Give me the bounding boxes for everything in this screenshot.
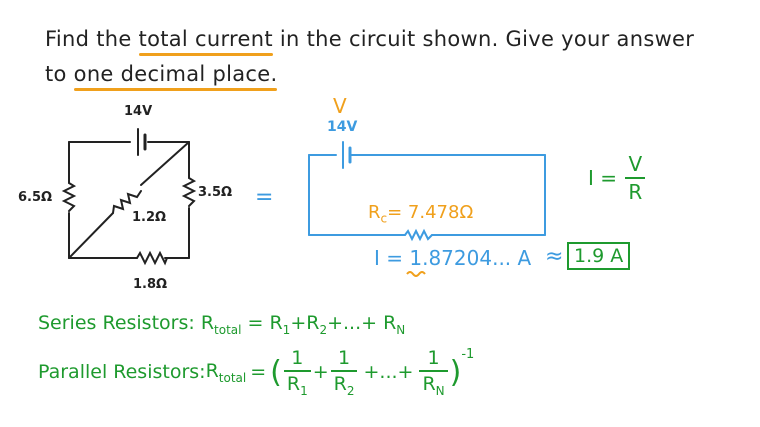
wire-diagonal xyxy=(68,141,190,259)
fraction-numerator: 1 xyxy=(338,347,351,369)
den-sub: 2 xyxy=(346,383,355,398)
ohms-law-numerator: V xyxy=(628,152,643,176)
label-r-left: 6.5Ω xyxy=(18,190,53,205)
rc-value: = 7.478Ω xyxy=(387,202,474,223)
parallel-total-sub: total xyxy=(218,370,247,385)
parallel-eq: = xyxy=(250,361,267,384)
current-lhs: I = xyxy=(374,246,410,270)
series-sub-1: 1 xyxy=(282,322,291,337)
highlight-underline xyxy=(138,53,273,56)
blue-resistor xyxy=(404,228,433,242)
current-value: 1.87204 xyxy=(409,246,493,270)
label-voltage-right: 14V xyxy=(327,119,358,135)
series-plus-r2: +R xyxy=(290,312,320,334)
series-plus-rn: +...+ R xyxy=(327,312,397,334)
highlight-underline xyxy=(73,88,278,91)
den-r: R xyxy=(333,373,347,395)
right-paren: ) xyxy=(449,354,462,390)
fraction-denominator: R2 xyxy=(331,373,358,398)
current-unit: ... A xyxy=(492,246,532,270)
plus-sign: + xyxy=(312,361,329,384)
combined-resistance: Rc= 7.478Ω xyxy=(368,202,473,226)
fraction-rn: 1 RN xyxy=(419,347,448,398)
question-text: in the circuit shown. Give your answer xyxy=(272,27,695,51)
label-r-bottom: 1.8Ω xyxy=(133,277,168,292)
ohms-law: I = V R xyxy=(588,152,647,204)
series-label: Series Resistors: xyxy=(38,312,201,334)
label-r-diag: 1.2Ω xyxy=(132,210,167,225)
fraction-r2: 1 R2 xyxy=(330,347,358,398)
resistor-bottom xyxy=(136,250,168,266)
parallel-r: R xyxy=(205,360,219,382)
highlight-text: total current xyxy=(138,27,273,51)
highlight-text: one decimal place. xyxy=(73,62,278,86)
resistor-left xyxy=(61,182,77,212)
rc-symbol: R xyxy=(368,202,381,223)
highlight-one-decimal: one decimal place. xyxy=(73,62,278,91)
equals-sign: = xyxy=(255,185,274,210)
fraction-bar xyxy=(419,370,448,372)
approx-sign: ≈ xyxy=(545,244,564,269)
parallel-label: Parallel Resistors: xyxy=(38,361,206,384)
fraction-numerator: 1 xyxy=(427,347,440,369)
fraction-numerator: 1 xyxy=(291,347,304,369)
den-sub: 1 xyxy=(300,383,308,398)
series-sub-2: 2 xyxy=(319,322,328,337)
orange-squiggle xyxy=(406,271,426,277)
left-circuit xyxy=(61,128,197,266)
ohms-law-denominator: R xyxy=(628,180,643,204)
current-result: I = 1.87204... A xyxy=(374,246,531,270)
plus-dots: +...+ xyxy=(363,361,414,384)
question-text: to xyxy=(45,62,74,86)
resistor-right xyxy=(181,177,197,207)
answer-box: 1.9 A xyxy=(567,242,631,270)
highlight-total-current: total current xyxy=(138,27,273,56)
den-sub: N xyxy=(435,383,445,398)
label-r-right: 3.5Ω xyxy=(198,185,233,200)
fraction-r1: 1 R1 xyxy=(283,347,311,398)
series-sub-n: N xyxy=(396,322,406,337)
ohms-law-fraction: V R xyxy=(625,152,646,204)
series-formula: Series Resistors: Rtotal = R1+R2+...+ RN xyxy=(38,312,405,337)
series-r: R xyxy=(200,312,215,334)
question-text: Find the xyxy=(45,27,139,51)
parallel-rtotal: Rtotal xyxy=(206,360,247,385)
parallel-formula: Parallel Resistors: Rtotal = ( 1 R1 + 1 … xyxy=(38,347,474,398)
fraction-bar xyxy=(625,177,646,179)
voltage-symbol: V xyxy=(333,94,347,118)
series-eq: = R xyxy=(241,312,283,334)
resistor-diagonal xyxy=(112,190,142,214)
right-circuit xyxy=(308,141,546,242)
den-r: R xyxy=(422,373,436,395)
question-line-2: to one decimal place. xyxy=(45,62,278,91)
label-voltage-left: 14V xyxy=(124,104,153,119)
fraction-bar xyxy=(283,370,311,372)
question-line-1: Find the total current in the circuit sh… xyxy=(45,27,695,56)
rc-subscript: c xyxy=(380,211,388,226)
exponent: -1 xyxy=(461,347,475,362)
series-total-sub: total xyxy=(214,322,242,337)
left-paren: ( xyxy=(270,354,282,390)
fraction-denominator: R1 xyxy=(284,373,311,398)
ohms-law-lhs: I = xyxy=(588,166,618,190)
den-r: R xyxy=(286,373,301,395)
fraction-denominator: RN xyxy=(419,373,447,398)
fraction-bar xyxy=(330,370,358,372)
